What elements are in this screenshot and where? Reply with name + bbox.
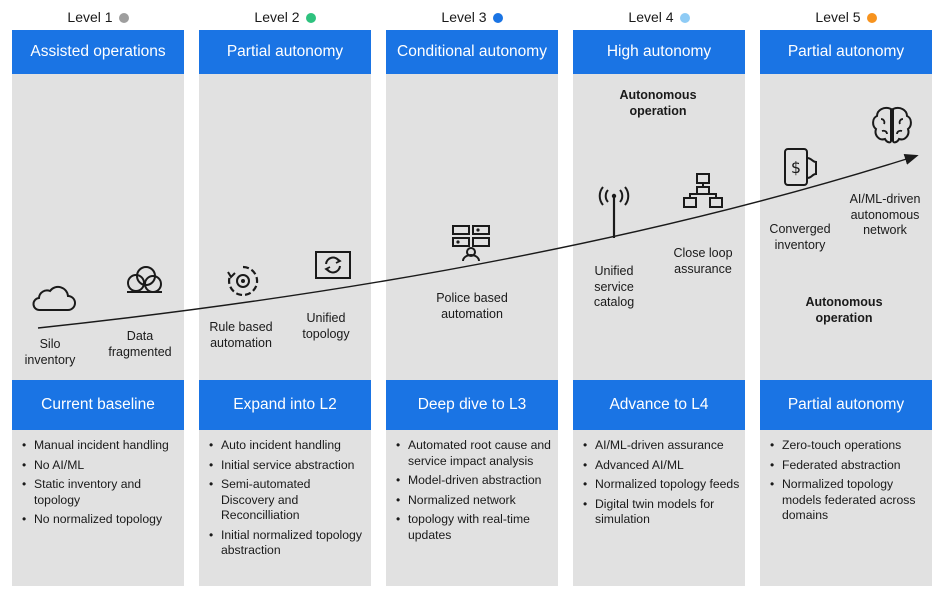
level-5-action: Partial autonomy bbox=[760, 380, 932, 430]
level-5-bullets: Zero-touch operations Federated abstract… bbox=[760, 438, 928, 528]
aiml-network-label: AI/ML-driven autonomous network bbox=[849, 192, 921, 237]
level-3-header: Conditional autonomy bbox=[386, 30, 558, 74]
bullet-item: Initial service abstraction bbox=[209, 458, 367, 474]
svg-text:$: $ bbox=[791, 158, 801, 177]
bullet-item: Digital twin models for simulation bbox=[583, 497, 741, 528]
level-2-label: Level 2 bbox=[199, 8, 371, 26]
refresh-screen-icon bbox=[315, 251, 351, 279]
bullet-item: topology with real-time updates bbox=[396, 512, 554, 543]
cycle-gear-icon bbox=[227, 265, 259, 297]
police-based-automation-label: Police based automation bbox=[436, 291, 508, 321]
bullet-item: Advanced AI/ML bbox=[583, 458, 741, 474]
cloud-icon bbox=[32, 285, 76, 311]
clouds-cluster-icon bbox=[127, 266, 162, 293]
level-2-action: Expand into L2 bbox=[199, 380, 371, 430]
level-4-action: Advance to L4 bbox=[573, 380, 745, 430]
level-2-column: Level 2 Partial autonomy Expand into L2 … bbox=[199, 0, 371, 592]
data-fragmented-label: Data fragmented bbox=[108, 329, 172, 359]
close-loop-assurance-label: Close loop assurance bbox=[673, 246, 733, 276]
level-4-dot bbox=[679, 13, 690, 23]
level-3-action: Deep dive to L3 bbox=[386, 380, 558, 430]
level-3-bullets: Automated root cause and service impact … bbox=[386, 438, 554, 547]
level-5-dot bbox=[866, 13, 877, 23]
bullet-item: No normalized topology bbox=[22, 512, 180, 528]
bullet-item: Normalized network bbox=[396, 493, 554, 509]
level-1-header: Assisted operations bbox=[12, 30, 184, 74]
bullet-item: Model-driven abstraction bbox=[396, 473, 554, 489]
level-4-bullets: AI/ML-driven assurance Advanced AI/ML No… bbox=[573, 438, 741, 532]
bullet-item: Federated abstraction bbox=[770, 458, 928, 474]
dollar-device-icon: $ bbox=[784, 148, 817, 186]
bullet-item: Auto incident handling bbox=[209, 438, 367, 454]
level-5-label: Level 5 bbox=[760, 8, 932, 26]
bullet-item: Static inventory and topology bbox=[22, 477, 180, 508]
level-3-panel bbox=[386, 30, 558, 382]
silo-inventory-label: Silo inventory bbox=[24, 337, 76, 367]
level-2-bullets: Auto incident handling Initial service a… bbox=[199, 438, 367, 563]
level-1-label: Level 1 bbox=[12, 8, 184, 26]
bullet-item: Normalized topology models federated acr… bbox=[770, 477, 928, 524]
level-4-label: Level 4 bbox=[573, 8, 745, 26]
converged-inventory-label: Converged inventory bbox=[769, 222, 831, 252]
level-1-action: Current baseline bbox=[12, 380, 184, 430]
level-1-dot bbox=[118, 13, 129, 23]
level-2-dot bbox=[305, 13, 316, 23]
bullet-item: Semi-automated Discovery and Reconcillia… bbox=[209, 477, 367, 524]
bullet-item: No AI/ML bbox=[22, 458, 180, 474]
level-3-label: Level 3 bbox=[386, 8, 558, 26]
bullet-item: AI/ML-driven assurance bbox=[583, 438, 741, 454]
unified-service-catalog-label: Unified service catalog bbox=[593, 264, 635, 309]
bullet-item: Manual incident handling bbox=[22, 438, 180, 454]
level-4-header: High autonomy bbox=[573, 30, 745, 74]
antenna-icon bbox=[598, 186, 630, 238]
level-5-header: Partial autonomy bbox=[760, 30, 932, 74]
control-panel-icon bbox=[452, 225, 490, 262]
level-1-details bbox=[12, 430, 184, 586]
level-2-header: Partial autonomy bbox=[199, 30, 371, 74]
network-hierarchy-icon bbox=[683, 173, 723, 208]
rule-based-automation-label: Rule based automation bbox=[209, 320, 273, 350]
bullet-item: Automated root cause and service impact … bbox=[396, 438, 554, 469]
autonomous-operation-l4-label: Autonomous operation bbox=[619, 88, 697, 118]
autonomous-operation-l5-label: Autonomous operation bbox=[805, 295, 883, 325]
bullet-item: Initial normalized topology abstraction bbox=[209, 528, 367, 559]
level-3-dot bbox=[492, 13, 503, 23]
level-1-bullets: Manual incident handling No AI/ML Static… bbox=[12, 438, 180, 532]
brain-icon bbox=[872, 106, 912, 144]
bullet-item: Zero-touch operations bbox=[770, 438, 928, 454]
unified-topology-label: Unified topology bbox=[302, 311, 350, 341]
bullet-item: Normalized topology feeds bbox=[583, 477, 741, 493]
